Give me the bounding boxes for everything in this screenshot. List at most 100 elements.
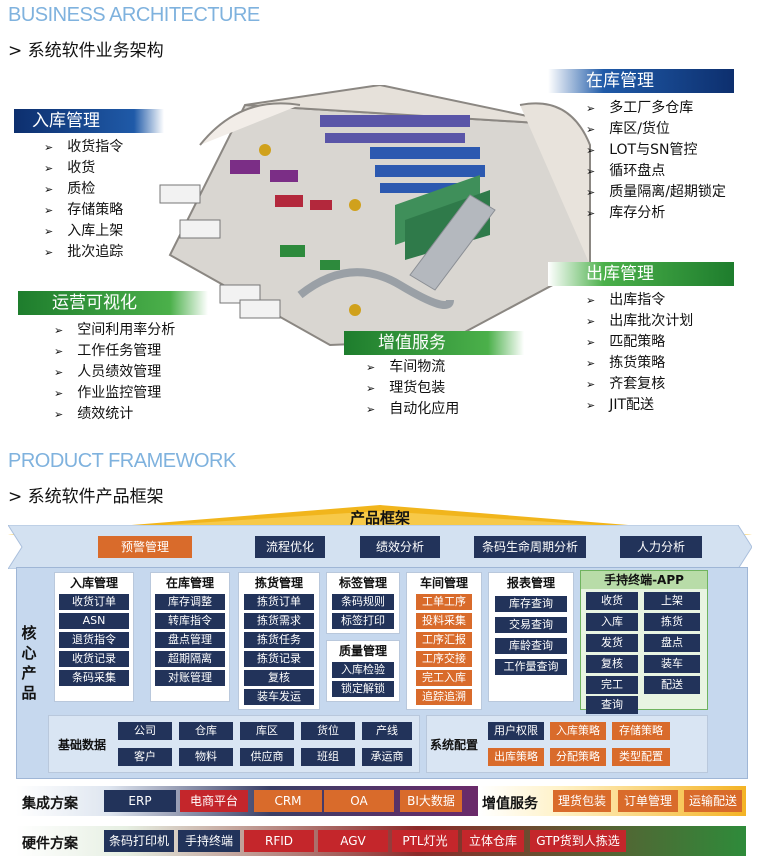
basic-data-label: 基础数据 — [58, 738, 107, 752]
inbound-header: 入库管理 — [14, 109, 164, 133]
top-item-manpower: 人力分析 — [620, 536, 702, 558]
module-item: 工序汇报 — [416, 632, 472, 648]
list-item: 齐套复核 — [586, 374, 693, 395]
module-quality: 质量管理 入库检验 锁定解锁 — [326, 640, 400, 702]
outbound-header: 出库管理 — [548, 262, 734, 286]
basic-data-item: 产线 — [362, 722, 412, 740]
list-item: 理货包装 — [366, 378, 459, 399]
module-item: 拣货需求 — [244, 613, 314, 629]
module-item: 库龄查询 — [495, 638, 567, 654]
module-title: 质量管理 — [338, 644, 387, 658]
basic-data-item: 货位 — [301, 722, 355, 740]
basic-data-item: 供应商 — [240, 748, 294, 766]
list-item: 批次追踪 — [44, 242, 123, 263]
module-title: 标签管理 — [338, 576, 387, 590]
module-title: 车间管理 — [419, 576, 468, 590]
integration-item: ERP — [104, 790, 176, 812]
module-item: 复核 — [244, 670, 314, 686]
module-item: 完工入库 — [416, 670, 472, 686]
module-title: 在库管理 — [165, 576, 214, 590]
list-item: 收货指令 — [44, 137, 123, 158]
hardware-label: 硬件方案 — [22, 836, 78, 852]
module-title: 拣货管理 — [254, 576, 303, 590]
top-item-barcode: 条码生命周期分析 — [474, 536, 586, 558]
top-item-process: 流程优化 — [255, 536, 325, 558]
list-item: 车间物流 — [366, 357, 459, 378]
list-item: 收货 — [44, 158, 123, 179]
list-item: LOT与SN管控 — [586, 140, 726, 161]
framework-roof-title: 产品框架 — [349, 509, 410, 527]
hardware-item: PTL灯光 — [392, 830, 458, 852]
app-item: 盘点 — [644, 634, 700, 652]
app-item: 拣货 — [644, 613, 700, 631]
integration-item: CRM — [254, 790, 322, 812]
integration-item: 电商平台 — [180, 790, 248, 812]
list-item: 出库批次计划 — [586, 311, 693, 332]
config-item: 入库策略 — [550, 722, 606, 740]
list-item: 质检 — [44, 179, 123, 200]
hardware-item: GTP货到人拣选 — [530, 830, 626, 852]
list-item: 出库指令 — [586, 290, 693, 311]
basic-data-item: 客户 — [118, 748, 172, 766]
integration-item: OA — [324, 790, 394, 812]
module-item: 入库检验 — [332, 662, 394, 678]
list-item: JIT配送 — [586, 395, 693, 416]
app-item: 收货 — [586, 592, 638, 610]
module-item: 库存调整 — [155, 594, 225, 610]
list-item: 质量隔离/超期锁定 — [586, 182, 726, 203]
module-title: 入库管理 — [69, 576, 118, 590]
module-item: 库存查询 — [495, 596, 567, 612]
system-config-label: 系统配置 — [430, 738, 479, 752]
module-workshop: 车间管理 工单工序 投料采集 工序汇报 工序交接 完工入库 追踪追溯 — [406, 572, 482, 710]
hardware-item: 立体仓库 — [462, 830, 524, 852]
business-architecture-title: BUSINESS ARCHITECTURE — [8, 4, 260, 26]
product-framework-diagram: 产品框架 预警管理 流程优化 绩效分析 条码生命周期分析 人力分析 核心产品 入… — [8, 505, 752, 860]
app-item: 装车 — [644, 655, 700, 673]
config-item: 分配策略 — [550, 748, 606, 766]
module-item: 工作量查询 — [495, 659, 567, 675]
value-added-header: 增值服务 — [344, 331, 524, 355]
hardware-item: 手持终端 — [178, 830, 240, 852]
instock-list: 多工厂多仓库 库区/货位 LOT与SN管控 循环盘点 质量隔离/超期锁定 库存分… — [586, 98, 726, 224]
module-item: 收货订单 — [59, 594, 129, 610]
list-item: 工作任务管理 — [54, 341, 175, 362]
list-item: 作业监控管理 — [54, 383, 175, 404]
product-framework-title: PRODUCT FRAMEWORK — [8, 450, 236, 472]
business-architecture-subtitle: > 系统软件业务架构 — [8, 41, 164, 61]
list-item: 绩效统计 — [54, 404, 175, 425]
list-item: 入库上架 — [44, 221, 123, 242]
config-item: 存储策略 — [612, 722, 670, 740]
value-added-item: 运输配送 — [684, 790, 742, 812]
module-item: 锁定解锁 — [332, 681, 394, 697]
module-item: 拣货订单 — [244, 594, 314, 610]
top-item-performance: 绩效分析 — [360, 536, 440, 558]
module-instock: 在库管理 库存调整 转库指令 盘点管理 超期隔离 对账管理 — [150, 572, 230, 702]
hardware-item: AGV — [318, 830, 388, 852]
list-item: 拣货策略 — [586, 353, 693, 374]
integration-label: 集成方案 — [22, 796, 78, 812]
product-framework-subtitle: > 系统软件产品框架 — [8, 487, 164, 507]
config-item: 用户权限 — [488, 722, 544, 740]
value-added-list: 车间物流 理货包装 自动化应用 — [366, 357, 459, 420]
module-item: 投料采集 — [416, 613, 472, 629]
value-added-item: 理货包装 — [553, 790, 611, 812]
hardware-item: 条码打印机 — [104, 830, 174, 852]
module-picking: 拣货管理 拣货订单 拣货需求 拣货任务 拣货记录 复核 装车发运 — [238, 572, 320, 710]
instock-header: 在库管理 — [548, 69, 734, 93]
app-item: 复核 — [586, 655, 638, 673]
list-item: 人员绩效管理 — [54, 362, 175, 383]
module-inbound: 入库管理 收货订单 ASN 退货指令 收货记录 条码采集 — [54, 572, 134, 702]
basic-data-item: 承运商 — [362, 748, 412, 766]
list-item: 空间利用率分析 — [54, 320, 175, 341]
config-item: 类型配置 — [612, 748, 670, 766]
module-reports: 报表管理 库存查询 交易查询 库龄查询 工作量查询 — [488, 572, 574, 702]
list-item: 自动化应用 — [366, 399, 459, 420]
ops-visual-header: 运营可视化 — [18, 291, 208, 315]
basic-data-panel — [48, 715, 420, 773]
module-item: 退货指令 — [59, 632, 129, 648]
module-title: 报表管理 — [506, 576, 555, 590]
list-item: 循环盘点 — [586, 161, 726, 182]
app-item: 完工 — [586, 676, 638, 694]
module-item: 标签打印 — [332, 613, 394, 629]
inbound-list: 收货指令 收货 质检 存储策略 入库上架 批次追踪 — [44, 137, 123, 263]
